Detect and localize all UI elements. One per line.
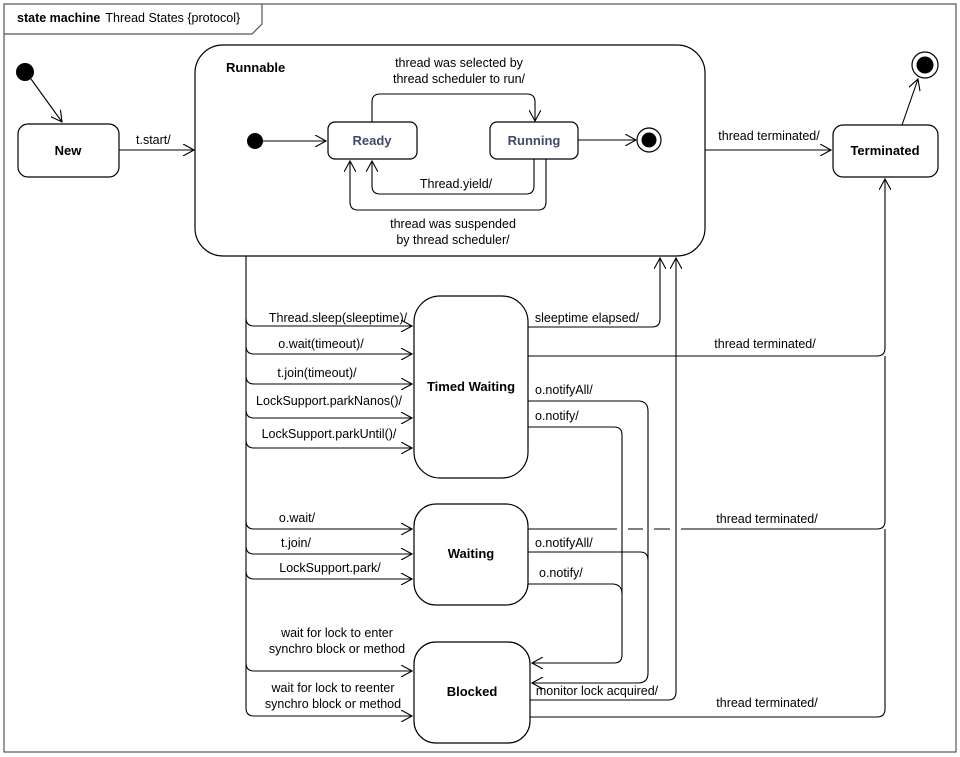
transition-o-wait <box>245 520 412 529</box>
transition-selected <box>371 93 535 122</box>
transition-lock-acquired <box>530 258 676 701</box>
transition-suspended <box>350 159 547 211</box>
initial-state <box>16 63 34 81</box>
transition-waiting-terminated <box>528 356 886 530</box>
transition-timed-terminated-label: thread terminated/ <box>714 337 816 351</box>
state-waiting-label: Waiting <box>448 546 495 561</box>
transition-waiting-terminated-label: thread terminated/ <box>716 512 818 526</box>
transition-o-wait-label: o.wait/ <box>279 511 316 525</box>
transition-lock-enter-label-1: wait for lock to enter <box>280 626 393 640</box>
final-state-dot <box>916 56 934 74</box>
state-timed-waiting <box>413 295 529 479</box>
transition-selected-label-1: thread was selected by <box>395 56 524 70</box>
transition-waiting-notify-all <box>528 551 649 561</box>
state-running-label: Running <box>508 133 561 148</box>
state-new-label: New <box>55 143 83 158</box>
frame-tab <box>4 4 263 35</box>
transition-waiting-notify-all-label: o.notifyAll/ <box>535 536 593 550</box>
transition-park-nanos-label: LockSupport.parkNanos()/ <box>256 394 402 408</box>
inner-initial-state <box>247 133 263 149</box>
transition-yield <box>372 159 535 195</box>
state-waiting <box>413 503 529 606</box>
transition-park-until-label: LockSupport.parkUntil()/ <box>262 427 397 441</box>
terminated-to-final <box>901 79 918 126</box>
transition-timed-terminated <box>528 179 885 357</box>
transition-lock-enter-label-2: synchro block or method <box>269 642 405 656</box>
state-timed-waiting-label: Timed Waiting <box>427 379 515 394</box>
transition-lock-acquired-label: monitor lock acquired/ <box>536 684 659 698</box>
transition-lock-reenter-label-1: wait for lock to reenter <box>271 681 395 695</box>
transition-t-join <box>245 545 412 554</box>
transition-blocked-terminated <box>530 529 886 718</box>
transition-park <box>245 570 412 579</box>
transition-sleep <box>245 317 412 326</box>
transition-suspended-label-1: thread was suspended <box>390 217 516 231</box>
transition-waiting-notify <box>528 583 623 595</box>
transition-join-timeout-label: t.join(timeout)/ <box>277 366 357 380</box>
transition-sleep-label: Thread.sleep(sleeptime)/ <box>269 311 408 325</box>
inner-final-state-dot <box>641 132 657 148</box>
transition-timed-notify-label: o.notify/ <box>535 409 579 423</box>
transition-park-until <box>245 439 412 448</box>
transition-park-label: LockSupport.park/ <box>279 561 381 575</box>
frame-title: state machine Thread States {protocol} <box>17 11 240 25</box>
transition-selected-label-2: thread scheduler to run/ <box>393 72 526 86</box>
frame-name: Thread States {protocol} <box>105 11 240 25</box>
transition-park-nanos <box>245 409 412 418</box>
transition-join-timeout <box>245 375 412 384</box>
transition-lock-reenter <box>245 707 412 716</box>
transition-wait-timeout-label: o.wait(timeout)/ <box>278 337 364 351</box>
state-terminated <box>832 124 939 178</box>
transition-wait-timeout <box>245 345 412 354</box>
transition-timed-notify <box>528 426 623 663</box>
initial-to-new <box>30 78 62 122</box>
transition-t-start-label: t.start/ <box>136 133 171 147</box>
state-runnable-label: Runnable <box>226 60 285 75</box>
transition-lock-reenter-label-2: synchro block or method <box>265 697 401 711</box>
state-blocked <box>413 641 531 744</box>
frame-keyword: state machine <box>17 11 100 25</box>
transition-blocked-terminated-label: thread terminated/ <box>716 696 818 710</box>
transition-t-join-label: t.join/ <box>281 536 311 550</box>
state-blocked-label: Blocked <box>447 684 498 699</box>
transition-sleeptime-elapsed <box>528 258 660 328</box>
transition-sleeptime-elapsed-label: sleeptime elapsed/ <box>535 311 640 325</box>
transition-timed-notify-all <box>528 400 649 683</box>
transition-yield-label: Thread.yield/ <box>420 177 493 191</box>
transition-timed-notify-all-label: o.notifyAll/ <box>535 383 593 397</box>
state-terminated-label: Terminated <box>850 143 919 158</box>
transition-lock-enter <box>245 662 412 671</box>
transition-runnable-terminated-label: thread terminated/ <box>718 129 820 143</box>
transition-waiting-notify-label: o.notify/ <box>539 566 583 580</box>
transition-suspended-label-2: by thread scheduler/ <box>396 233 510 247</box>
state-ready-label: Ready <box>352 133 392 148</box>
